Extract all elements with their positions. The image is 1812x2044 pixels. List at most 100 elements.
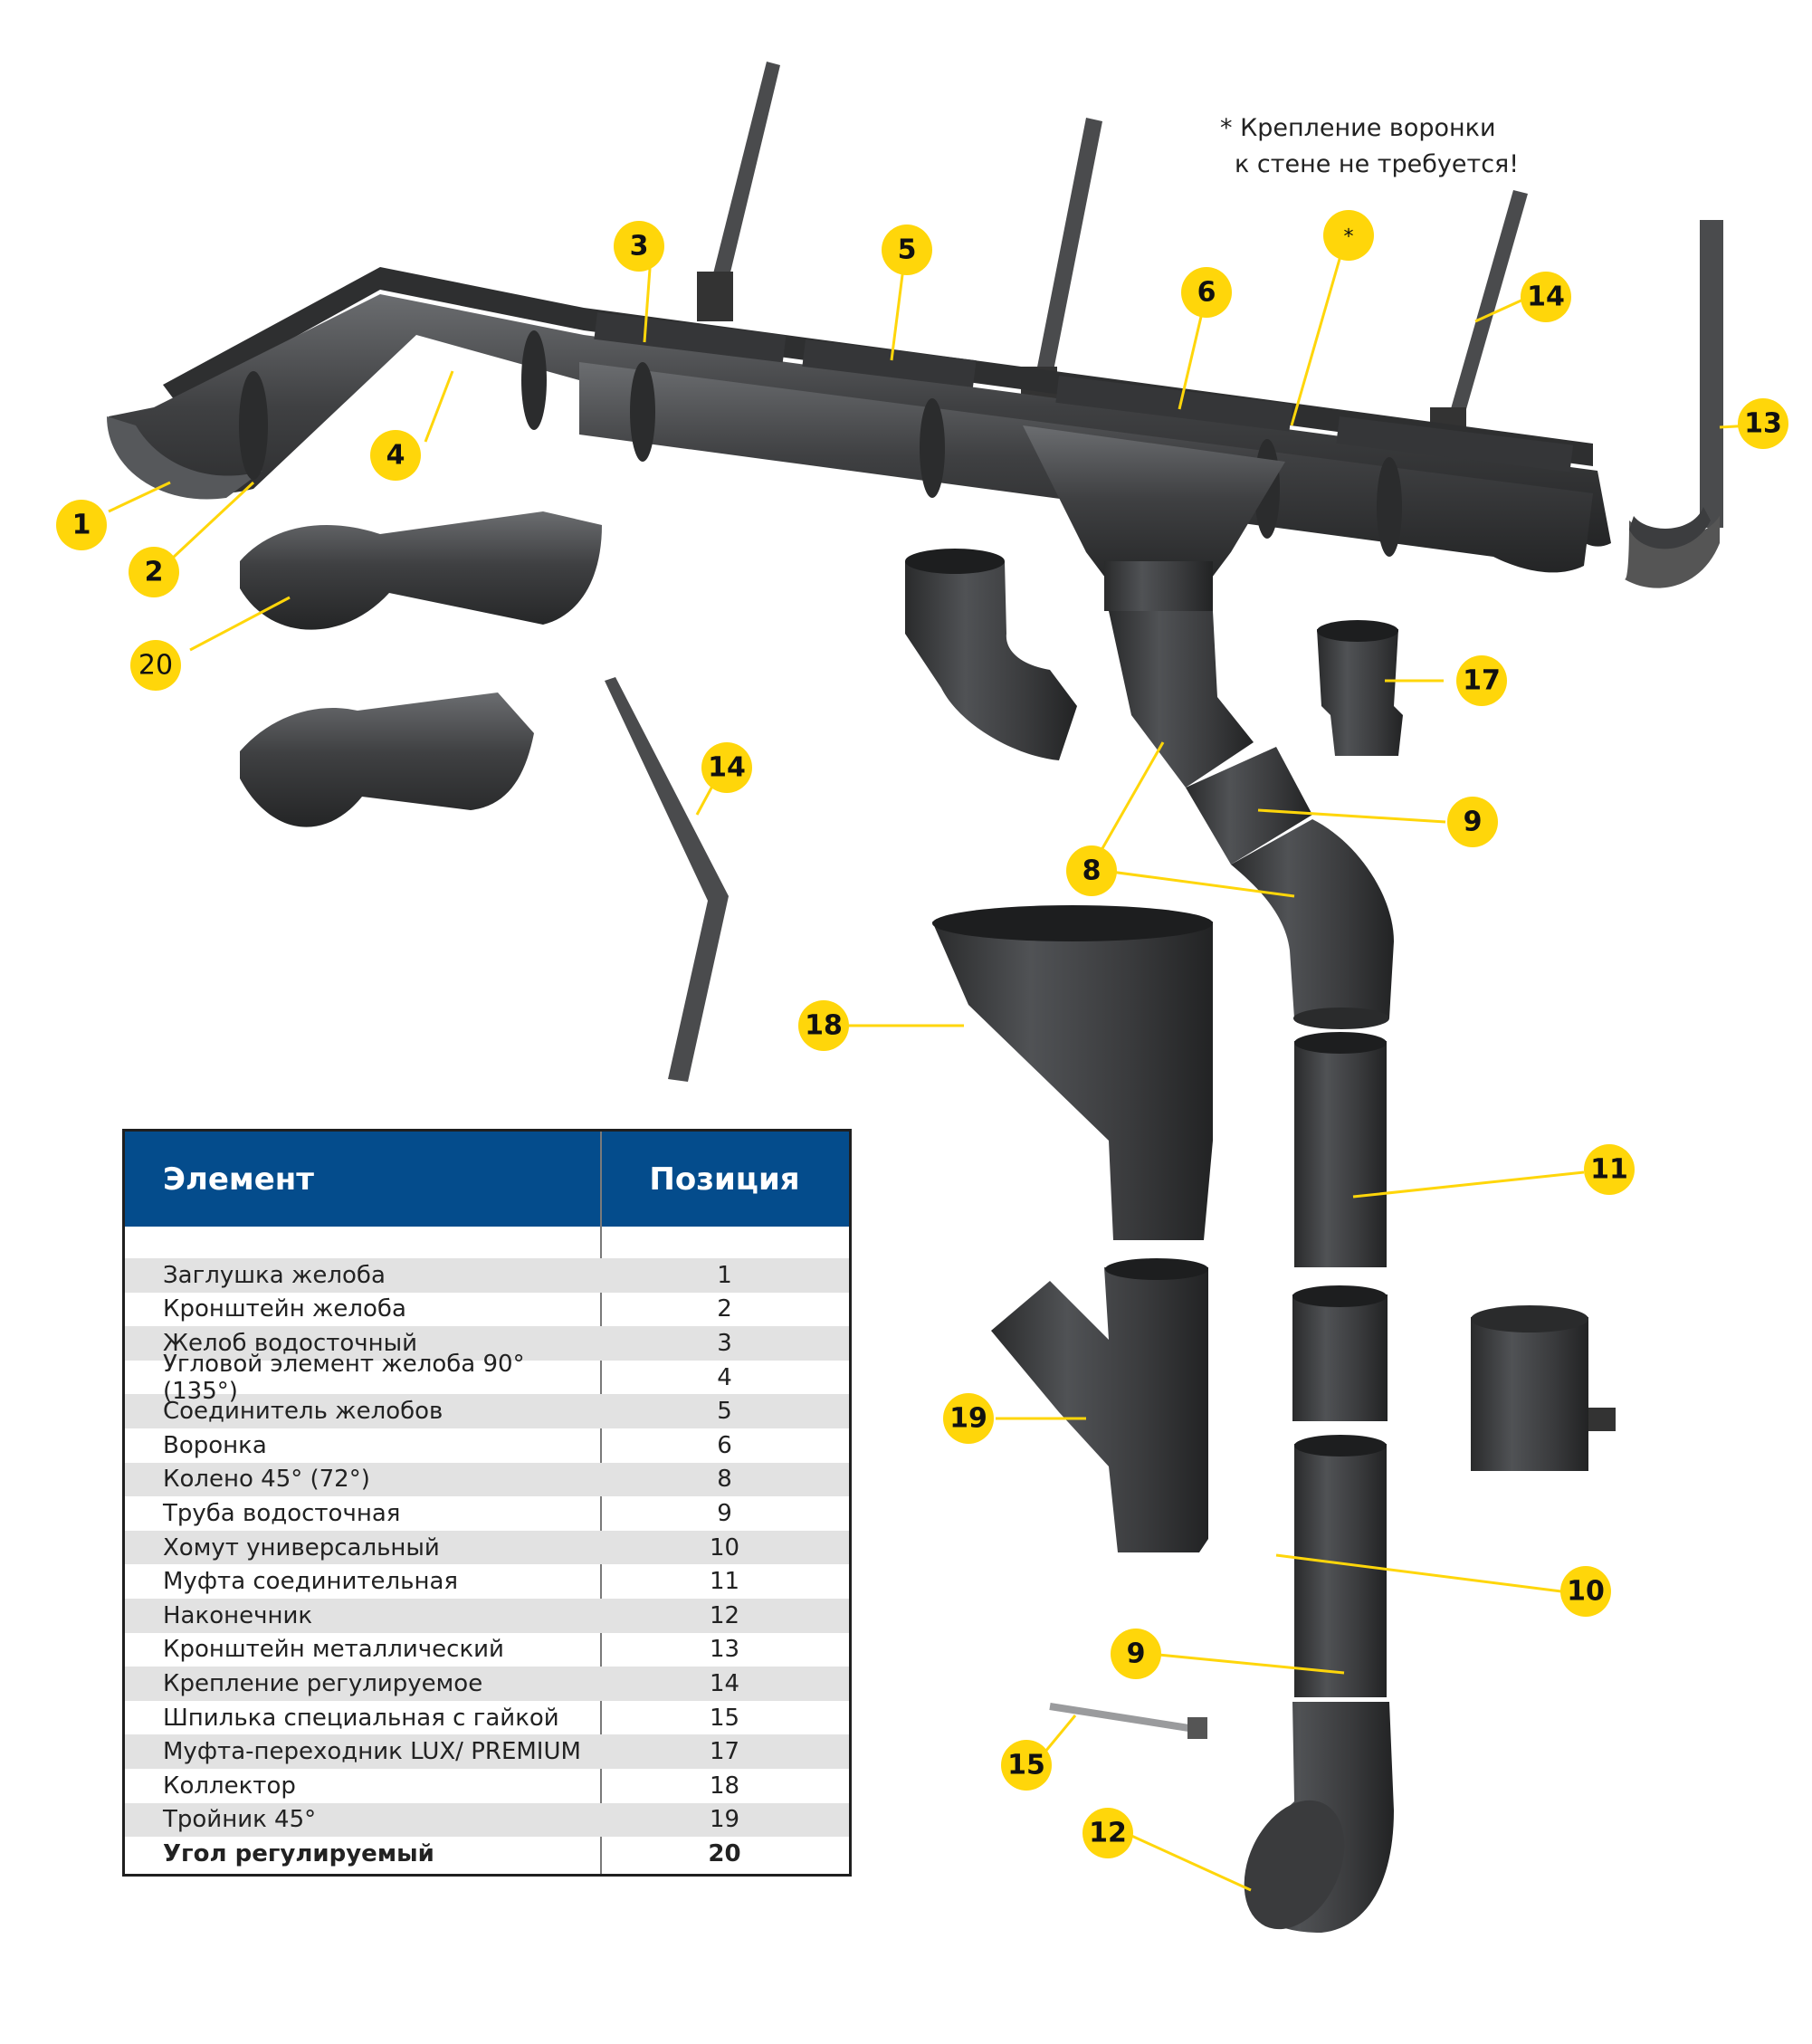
note-line-2: к стене не требуется! — [1235, 150, 1520, 178]
row-position: 1 — [717, 1261, 732, 1289]
row-position: 17 — [709, 1738, 740, 1766]
loose-elbow-part — [905, 561, 1077, 760]
callout-circle-9a — [1447, 797, 1498, 847]
rain-diverter-spout — [1588, 1408, 1616, 1431]
row-name: Труба водосточная — [163, 1499, 401, 1527]
callout-circle-12 — [1082, 1808, 1133, 1858]
callout-circle-10 — [1560, 1566, 1611, 1617]
callout-3: 3 — [630, 231, 649, 263]
adjustable-hook-3 — [1430, 190, 1528, 457]
row-name: Угол регулируемый — [163, 1839, 434, 1867]
row-name: Соединитель желобов — [163, 1398, 443, 1426]
gutter-connector-strip-1 — [594, 311, 787, 363]
row-position: 19 — [709, 1806, 740, 1834]
row-name: Воронка — [163, 1431, 267, 1459]
callout-2: 2 — [145, 557, 164, 588]
callout-circle-3 — [614, 221, 664, 272]
row-position: 11 — [709, 1568, 740, 1596]
loose-elbow-opening — [905, 549, 1005, 574]
table-row: Хомут универсальный 10 — [125, 1530, 849, 1565]
coupling-pipe-top — [1294, 1032, 1387, 1054]
row-name: Колено 45° (72°) — [163, 1466, 370, 1494]
callout-circle-8 — [1066, 845, 1117, 896]
second-elbow-part — [1231, 819, 1394, 1018]
callout-15: 15 — [1007, 1750, 1045, 1781]
rain-diverter-top — [1471, 1305, 1588, 1332]
row-name: Хомут универсальный — [163, 1533, 440, 1562]
callout-14b: 14 — [708, 752, 746, 784]
special-pin-part — [1049, 1703, 1196, 1733]
row-position: 3 — [717, 1329, 732, 1357]
callout-circle-13 — [1738, 398, 1788, 449]
callout-4: 4 — [386, 440, 405, 472]
row-position: 4 — [717, 1363, 732, 1391]
table-header: Элемент Позиция — [125, 1132, 849, 1227]
row-position: 12 — [709, 1601, 740, 1629]
row-name: Шпилька специальная с гайкой — [163, 1704, 559, 1732]
gutter-corner-part — [240, 692, 534, 827]
second-elbow-outlet — [1293, 1008, 1389, 1029]
callout-circle-1 — [56, 500, 107, 550]
callout-labels: 1 2 3 4 5 6 * 14 13 20 17 14 9 8 18 11 1… — [72, 226, 1782, 1849]
funnel-body — [1023, 425, 1285, 588]
callout-13: 13 — [1744, 408, 1782, 440]
parts-table: Элемент Позиция Заглушка желоба 1 Кронште… — [122, 1129, 852, 1877]
callout-circle-18 — [798, 1000, 849, 1051]
gutter-bracket-ring-4 — [920, 398, 945, 498]
funnel-outlet — [1104, 561, 1213, 611]
callout-circle-11 — [1584, 1144, 1635, 1195]
loose-adjustable-hook — [605, 677, 729, 1082]
row-position: 10 — [709, 1533, 740, 1562]
row-name: Крепление регулируемое — [163, 1669, 483, 1697]
gutter-bracket-ring-1 — [239, 371, 268, 480]
callout-circle-20 — [130, 640, 181, 691]
downpipe-lower — [1294, 1444, 1387, 1697]
table-row: Муфта соединительная 11 — [125, 1564, 849, 1599]
row-position: 13 — [709, 1636, 740, 1664]
callout-circle-2 — [129, 547, 179, 597]
table-divider — [600, 1132, 602, 1874]
row-name: Муфта соединительная — [163, 1568, 459, 1596]
callout-11: 11 — [1590, 1154, 1628, 1186]
rain-diverter-part — [1471, 1317, 1588, 1471]
leader-lines — [108, 236, 1752, 1892]
table-row: Муфта-переходник LUX/ PREMIUM 17 — [125, 1734, 849, 1769]
callout-17: 17 — [1463, 665, 1501, 697]
table-row: Тройник 45°19 — [125, 1802, 849, 1838]
callout-20: 20 — [138, 650, 173, 682]
callout-19: 19 — [949, 1403, 987, 1435]
callout-circle-15 — [1001, 1740, 1052, 1791]
row-name: Заглушка желоба — [163, 1261, 386, 1289]
callout-12: 12 — [1089, 1818, 1127, 1849]
collector-top — [932, 905, 1213, 941]
elbow-under-funnel — [1109, 611, 1254, 788]
row-position: 14 — [709, 1669, 740, 1697]
gutter-bracket-ring-6 — [1377, 457, 1402, 557]
pipe-outlet-opening — [1244, 1800, 1345, 1930]
callout-5: 5 — [898, 234, 917, 266]
table-row: Колено 45° (72°)8 — [125, 1462, 849, 1497]
adapter-top — [1317, 620, 1398, 642]
callout-1: 1 — [72, 510, 91, 541]
gutter-bracket-ring-2 — [521, 330, 547, 430]
diagonal-pipe-part — [1186, 747, 1312, 864]
callout-circle-14a — [1521, 272, 1571, 322]
tee-part — [991, 1267, 1208, 1552]
table-row: Крепление регулируемое 14 — [125, 1667, 849, 1701]
callout-14a: 14 — [1527, 282, 1565, 313]
gutter-assembly — [107, 62, 1611, 611]
table-row: Заглушка желоба 1 — [125, 1258, 849, 1293]
header-position: Позиция — [649, 1160, 800, 1198]
short-coupling-part — [1292, 1294, 1388, 1421]
callout-8: 8 — [1082, 855, 1102, 887]
row-name: Муфта-переходник LUX/ PREMIUM — [163, 1738, 581, 1766]
callout-markers — [56, 210, 1788, 1858]
row-position: 15 — [709, 1704, 740, 1732]
row-name: Кронштейн желоба — [163, 1295, 406, 1323]
callout-9b: 9 — [1127, 1638, 1146, 1670]
row-position: 2 — [717, 1295, 732, 1323]
